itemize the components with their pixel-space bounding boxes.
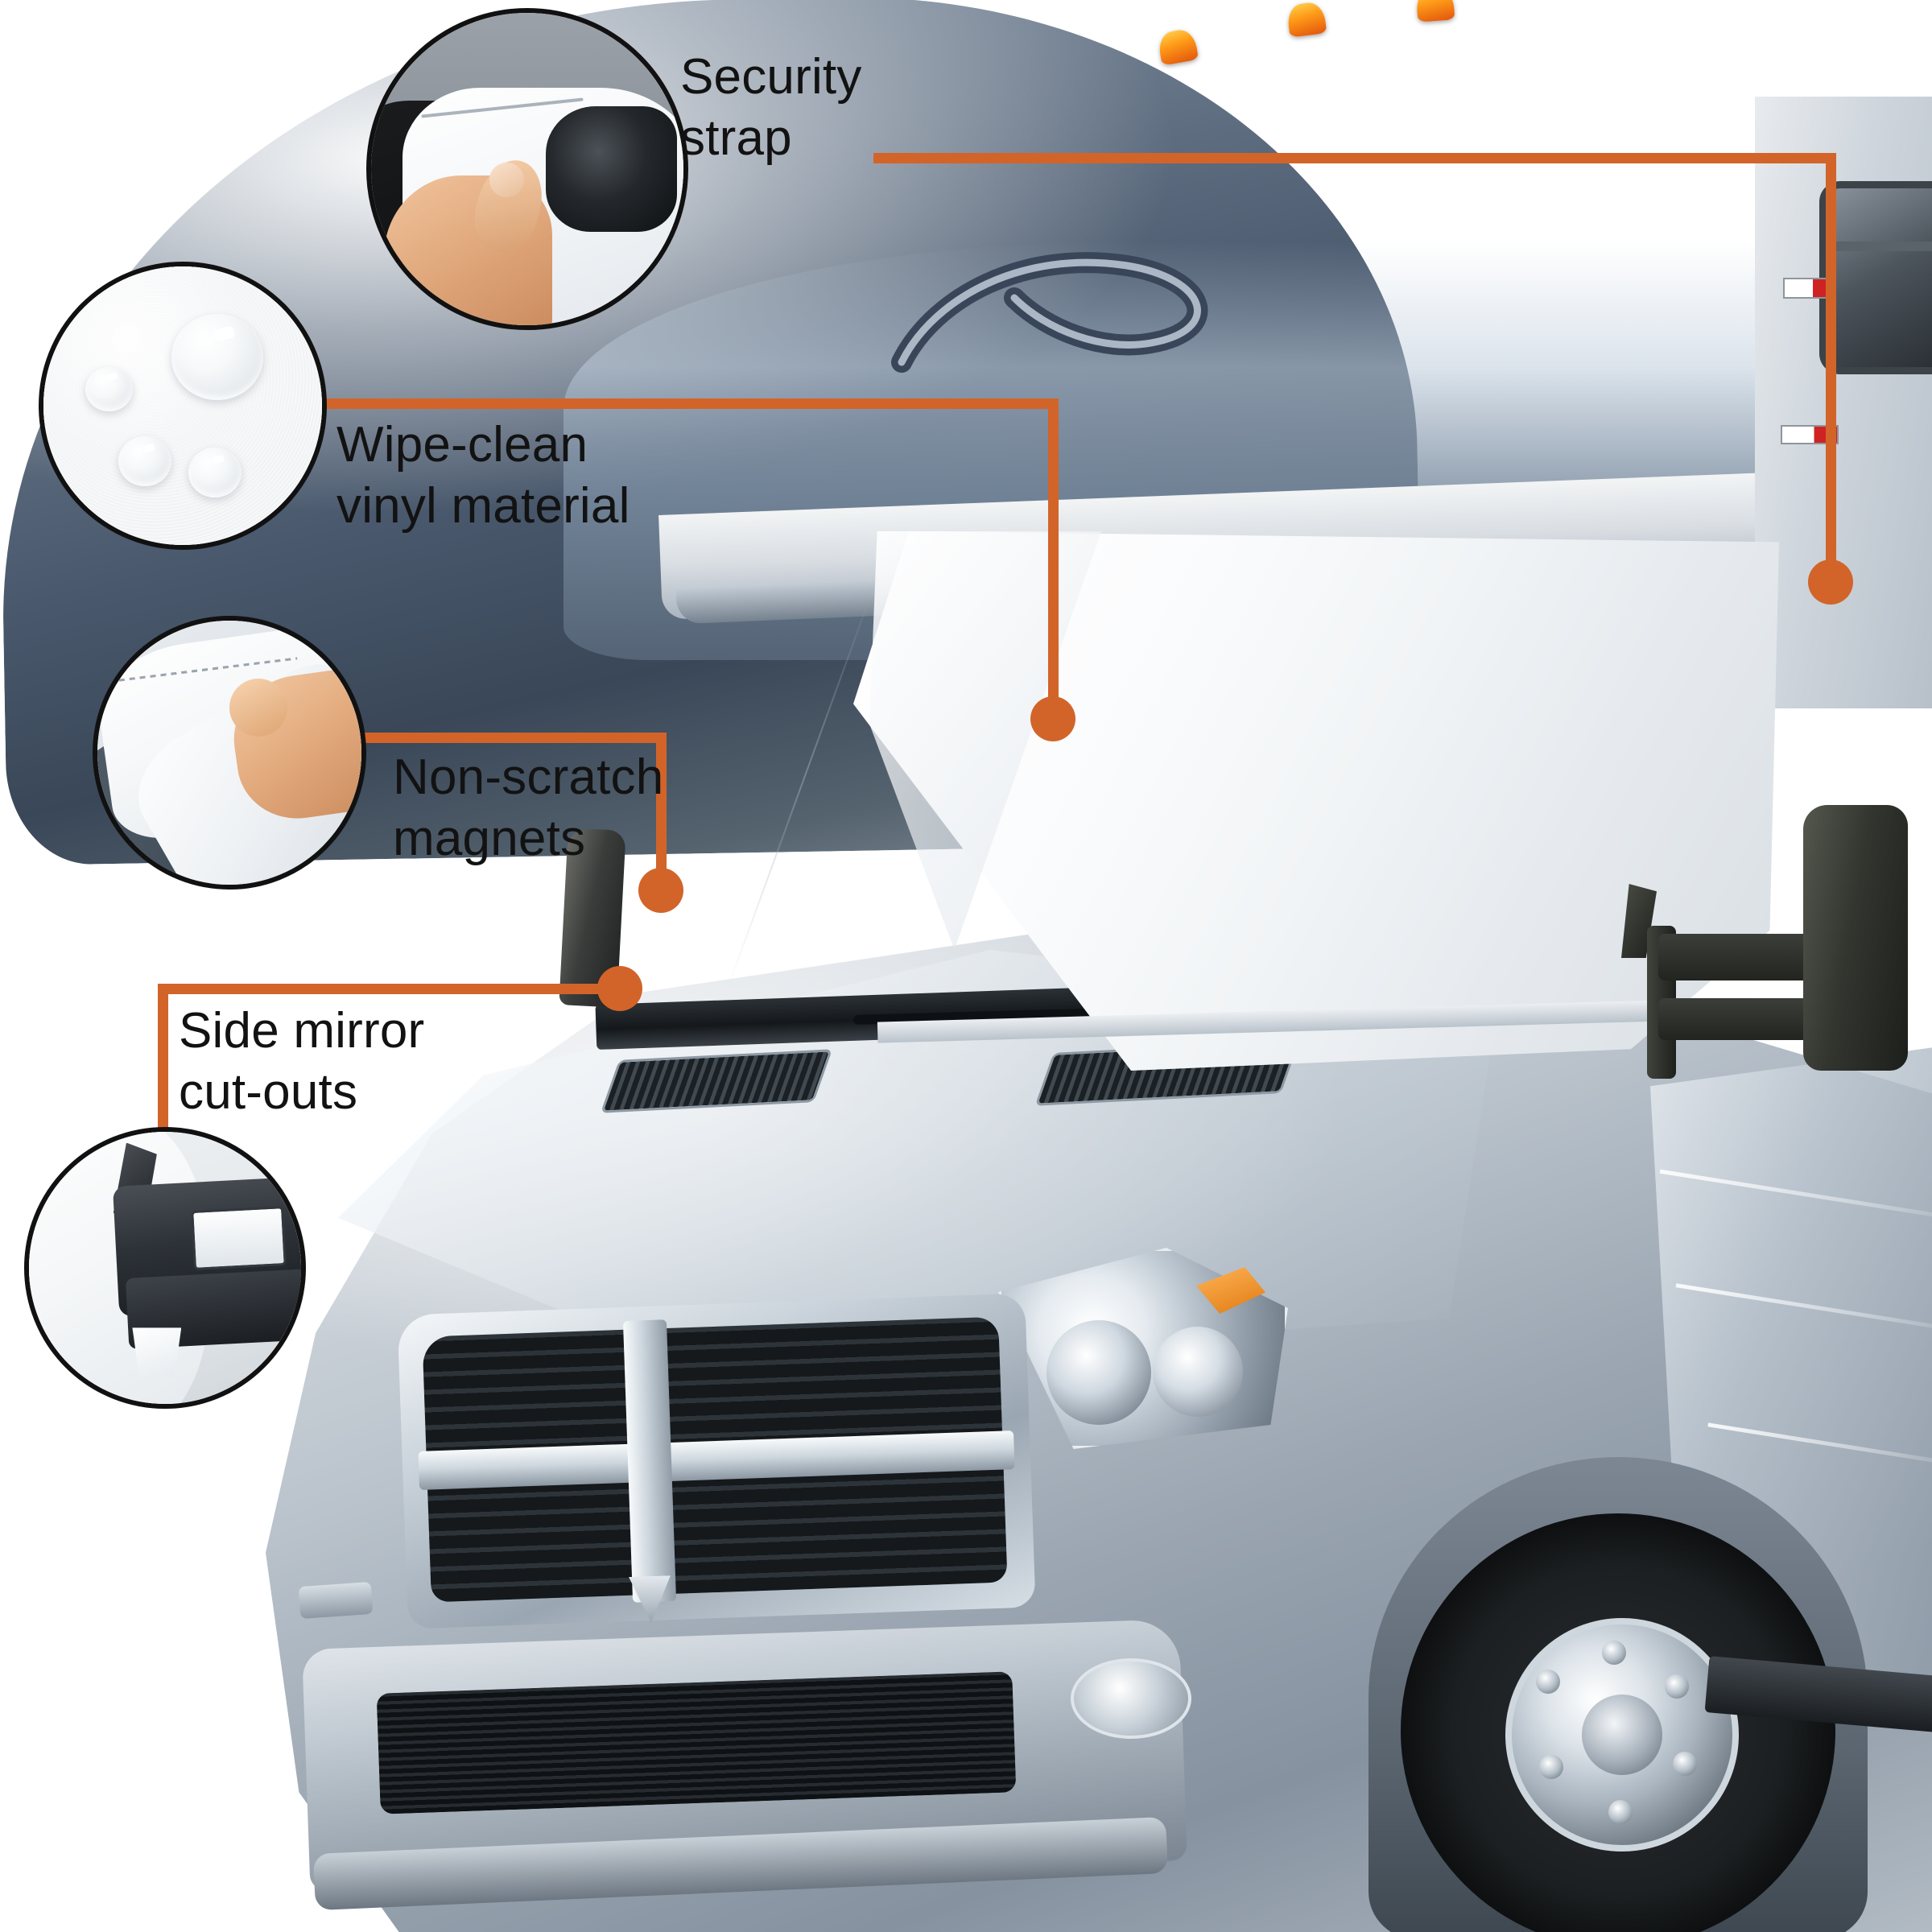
inset-photo-wipe-clean-vinyl (39, 262, 327, 550)
connector-security-strap-vertical (1826, 153, 1836, 588)
water-droplet-icon (171, 313, 264, 401)
lug-nut (1665, 1674, 1689, 1699)
lug-nut (1602, 1641, 1626, 1665)
headlight-bulb (1046, 1320, 1151, 1425)
side-marker-light (298, 1581, 374, 1620)
wheel-hub (1582, 1695, 1662, 1775)
lug-nut (1673, 1752, 1697, 1776)
mirror-arm-through-cutout-photo (29, 1132, 301, 1404)
right-mirror-arm-lower (1658, 998, 1827, 1040)
lug-nut (1536, 1670, 1560, 1694)
right-side-mirror (1803, 805, 1908, 1071)
connector-dot-wipe-clean (1030, 696, 1075, 741)
amber-clearance-light (1286, 1, 1327, 38)
hand-lifting-magnet-edge-photo (97, 621, 361, 885)
lug-nut (1608, 1800, 1633, 1824)
headlight-bulb (1153, 1327, 1243, 1417)
rv-side-window (1819, 181, 1932, 374)
inset-photo-non-scratch-magnets (93, 616, 366, 890)
callout-label-wipe-clean-vinyl: Wipe-clean vinyl material (336, 417, 630, 534)
amber-clearance-light (1415, 0, 1455, 23)
callout-label-side-mirror-cutouts: Side mirror cut-outs (179, 1003, 425, 1120)
amber-clearance-light (1156, 27, 1199, 66)
water-droplet-icon (118, 436, 172, 487)
connector-wipe-clean-vertical (1048, 398, 1059, 714)
inset-photo-security-strap (366, 8, 688, 330)
water-droplet-icon (85, 366, 133, 411)
water-droplets-on-vinyl-photo (43, 266, 322, 545)
connector-security-strap-horizontal (873, 153, 1836, 163)
inset-photo-side-mirror-cutouts (24, 1127, 306, 1409)
connector-magnets-vertical (656, 733, 667, 892)
lug-nut (1539, 1755, 1563, 1779)
decorative-swoosh-graphic (891, 252, 1208, 373)
rv-window-divider (1826, 242, 1932, 251)
connector-wipe-clean-horizontal (322, 398, 1059, 409)
fog-lamp (1071, 1658, 1191, 1739)
connector-side-mirror-horizontal (158, 984, 633, 994)
connector-dot-side-mirror (597, 966, 642, 1011)
bumper-air-intake-mesh (376, 1671, 1017, 1814)
callout-label-non-scratch-magnets: Non-scratch magnets (393, 749, 664, 866)
connector-dot-security-strap (1808, 559, 1853, 605)
hand-lifting-cover-corner-photo (371, 13, 683, 325)
callout-label-security-strap: Security strap (680, 49, 862, 166)
connector-dot-magnets (638, 868, 683, 913)
water-droplet-icon (188, 447, 242, 498)
connector-magnets-horizontal (346, 733, 667, 743)
